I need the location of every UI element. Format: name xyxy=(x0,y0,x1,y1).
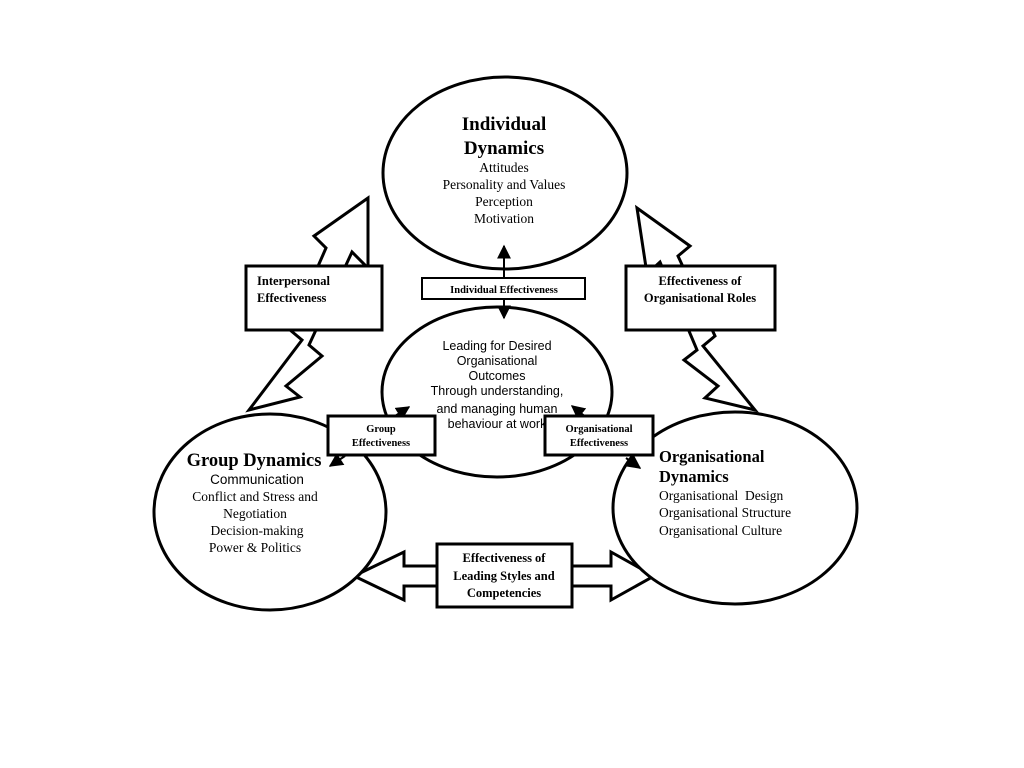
group-effectiveness-line1: Group xyxy=(366,424,396,435)
center-line: and managing human xyxy=(437,402,558,416)
org-roles-box xyxy=(624,264,777,332)
leading-styles-box xyxy=(435,542,574,609)
center-line: Organisational xyxy=(457,354,538,368)
center-line: Leading for Desired xyxy=(442,339,551,353)
center-line: Outcomes xyxy=(469,369,526,383)
group-item: Power & Politics xyxy=(209,540,301,555)
individual-item: Motivation xyxy=(474,211,534,226)
interpersonal-label-line2: Effectiveness xyxy=(257,291,327,305)
org-item: Organisational Design xyxy=(659,488,783,503)
individual-item: Personality and Values xyxy=(443,177,566,192)
org-roles-label-line1: Effectiveness of xyxy=(659,274,743,288)
org-to-circle-arrow xyxy=(625,454,642,469)
individual-effectiveness-label: Individual Effectiveness xyxy=(450,285,558,296)
individual-title-line1: Individual xyxy=(462,114,547,135)
org-title-line1: Organisational xyxy=(659,447,765,466)
individual-item: Perception xyxy=(475,194,533,209)
group-effectiveness-box xyxy=(326,414,437,457)
group-item: Decision-making xyxy=(211,523,304,538)
org-item: Organisational Structure xyxy=(659,505,791,520)
org-item: Organisational Culture xyxy=(659,523,782,538)
individual-item: Attitudes xyxy=(479,160,529,175)
center-line: Through understanding, xyxy=(431,384,564,398)
org-title-line2: Dynamics xyxy=(659,467,729,486)
group-dynamics-circle xyxy=(152,412,388,612)
individual-effectiveness-box xyxy=(421,277,586,300)
interpersonal-label-line1: Interpersonal xyxy=(257,274,330,288)
org-roles-label-line2: Organisational Roles xyxy=(644,291,756,305)
org-effectiveness-line1: Organisational xyxy=(565,424,632,435)
group-effectiveness-line2: Effectiveness xyxy=(352,438,410,449)
group-title: Group Dynamics xyxy=(187,451,322,471)
leading-styles-line3: Competencies xyxy=(467,586,541,600)
interpersonal-effectiveness-box xyxy=(244,264,384,332)
group-item: Communication xyxy=(210,472,304,487)
leading-styles-line1: Effectiveness of xyxy=(463,551,547,565)
leading-styles-line2: Leading Styles and xyxy=(453,569,554,583)
center-line: behaviour at work xyxy=(448,417,547,431)
group-to-circle-arrow xyxy=(328,453,346,467)
org-effectiveness-box xyxy=(543,414,655,457)
organisational-dynamics-circle xyxy=(611,410,859,606)
group-item: Negotiation xyxy=(223,506,287,521)
individual-title-line2: Dynamics xyxy=(464,138,544,159)
org-effectiveness-line2: Effectiveness xyxy=(570,438,628,449)
group-item: Conflict and Stress and xyxy=(192,489,318,504)
